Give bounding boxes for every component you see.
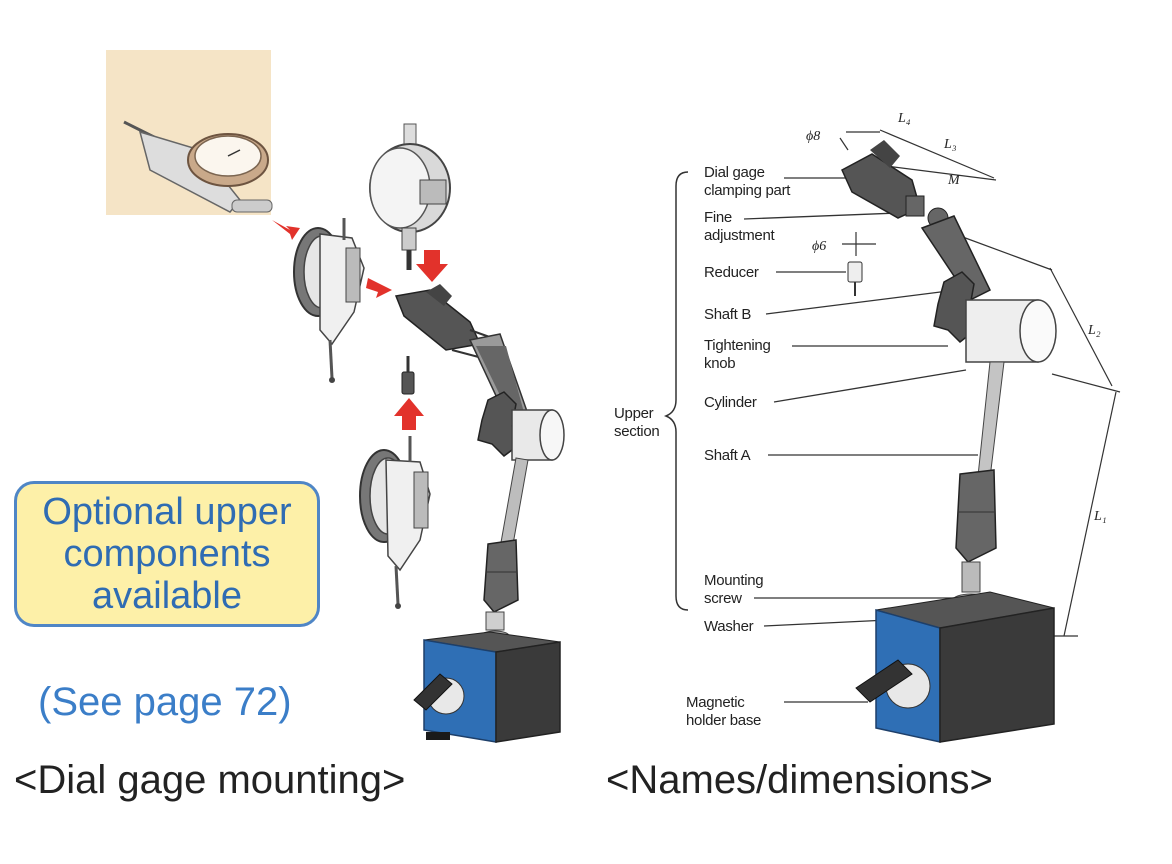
label-cylinder: Cylinder	[704, 394, 757, 411]
dimension-lines	[839, 129, 1121, 637]
dim-l2: L₂	[1087, 323, 1101, 338]
arrow-red-icon	[272, 220, 448, 430]
dial-gage-mounting-illustration	[106, 50, 565, 743]
dim-m: M	[947, 173, 961, 188]
label-fine-adjustment-1: Fine	[704, 209, 732, 226]
names-dimensions-illustration: Dial gage clamping part Fine adjustment …	[614, 111, 1121, 743]
label-tightening-knob-2: knob	[704, 355, 735, 372]
label-magnetic-holder-base-1: Magnetic	[686, 694, 745, 711]
label-shaft-b: Shaft B	[704, 306, 751, 323]
caption-names-dimensions: <Names/dimensions>	[606, 758, 993, 802]
callout-line-2: components	[63, 533, 271, 575]
label-mounting-screw-1: Mounting	[704, 572, 763, 589]
magnetic-stand-left	[394, 284, 565, 743]
label-washer: Washer	[704, 618, 754, 635]
label-mounting-screw-2: screw	[704, 590, 742, 607]
test-indicator-highlight	[106, 50, 273, 215]
dim-phi8: ϕ8	[806, 129, 820, 144]
dim-l1: L₁	[1093, 509, 1107, 524]
dim-l4: L₄	[897, 111, 911, 126]
reducer-part	[401, 356, 415, 395]
dial-gage-clamping-part	[841, 140, 949, 229]
callout-line-1: Optional upper	[42, 491, 292, 533]
upper-section-brace	[663, 171, 689, 611]
label-upper-section-2: section	[614, 423, 659, 440]
label-dial-gage-clamping-part-1: Dial gage	[704, 164, 765, 181]
lever-indicator-lower	[359, 436, 431, 609]
reducer-part	[847, 261, 863, 296]
label-dial-gage-clamping-part-2: clamping part	[704, 182, 791, 199]
optional-components-callout: Optional upper components available	[14, 481, 320, 627]
dim-phi6: ϕ6	[812, 239, 826, 254]
dial-gage	[369, 123, 451, 270]
label-tightening-knob-1: Tightening	[704, 337, 771, 354]
magnetic-stand-right	[855, 215, 1057, 743]
lever-indicator-upper	[293, 218, 365, 383]
label-reducer: Reducer	[704, 264, 759, 281]
leader-lines	[743, 177, 978, 703]
label-shaft-a: Shaft A	[704, 447, 751, 464]
caption-dial-gage-mounting: <Dial gage mounting>	[14, 758, 406, 802]
label-fine-adjustment-2: adjustment	[704, 227, 776, 244]
see-page-link[interactable]: (See page 72)	[38, 680, 292, 724]
dim-l3: L₃	[943, 137, 957, 152]
label-magnetic-holder-base-2: holder base	[686, 712, 761, 729]
callout-line-3: available	[91, 575, 242, 617]
label-upper-section-1: Upper	[614, 405, 654, 422]
